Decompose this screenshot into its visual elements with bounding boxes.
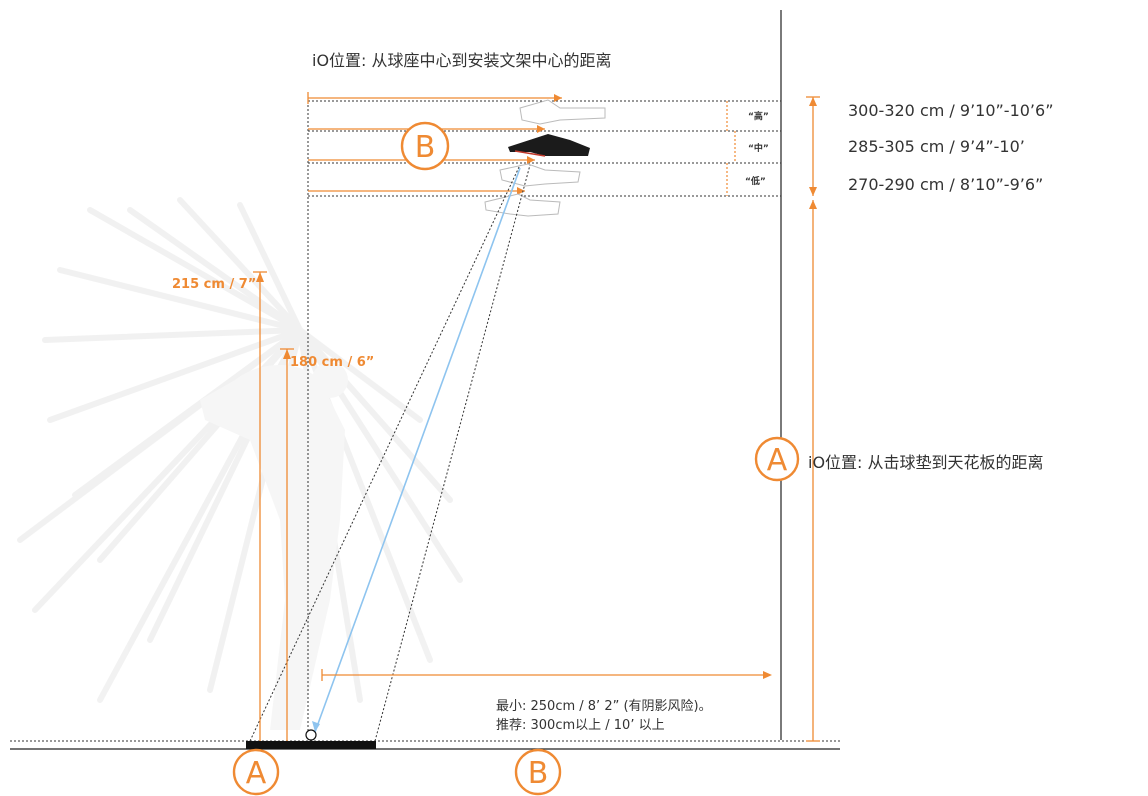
badge-b-bottom-letter: B — [528, 756, 549, 791]
fov-right-line — [374, 164, 531, 742]
device-high-ghost — [519, 99, 606, 125]
golfer-watermark — [17, 197, 463, 730]
golf-ball — [305, 729, 317, 741]
badge-a-right — [754, 436, 800, 482]
a-height-arrow — [806, 96, 820, 742]
badge-a-right-letter: A — [767, 443, 788, 478]
hitting-mat — [246, 741, 376, 749]
title-a: iO位置: 从击球垫到天花板的距离 — [808, 453, 1044, 472]
tag-mid: “中” — [748, 142, 769, 154]
device-mid — [508, 134, 590, 157]
badge-b-top-letter: B — [415, 130, 436, 165]
range-low: 270-290 cm / 8’10”-9’6” — [848, 175, 1043, 194]
badge-b-bottom — [514, 748, 562, 796]
tag-brackets — [726, 101, 736, 196]
min-distance: 最小: 250cm / 8’ 2” (有阴影风险)。 — [496, 699, 712, 714]
sensor-ray — [314, 167, 521, 733]
tag-low: “低” — [745, 175, 766, 187]
recommended-distance: 推荐: 300cm以上 / 10’ 以上 — [496, 718, 665, 733]
height-180: 180 cm / 6” — [290, 355, 374, 370]
range-high: 300-320 cm / 9’10”-10’6” — [848, 101, 1053, 120]
golfer-height-arrows — [253, 271, 294, 741]
sensor-ray-head — [312, 721, 320, 732]
badge-b-top — [400, 121, 450, 171]
tag-high: “高” — [748, 110, 769, 122]
badge-a-bottom-letter: A — [246, 756, 267, 791]
b-floor-distance-arrow — [321, 669, 772, 681]
range-mid: 285-305 cm / 9’4”-10’ — [848, 137, 1025, 156]
badge-a-bottom — [232, 748, 280, 796]
height-215: 215 cm / 7” — [172, 277, 256, 292]
title-b: iO位置: 从球座中心到安装文架中心的距离 — [312, 51, 612, 70]
